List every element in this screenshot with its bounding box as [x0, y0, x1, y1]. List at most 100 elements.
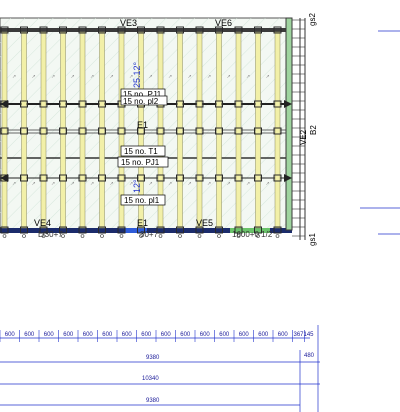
- joist-connector: [20, 26, 28, 34]
- joist: [99, 31, 105, 229]
- label-gs2: gs2: [308, 13, 317, 26]
- dim-spacing-label: 600: [44, 332, 55, 338]
- joist-connector: [273, 174, 282, 182]
- joist-connector: [98, 100, 106, 108]
- flow-arrow-icon: ↗: [227, 181, 231, 187]
- label-ve2: VE2: [299, 129, 308, 145]
- flow-arrow-icon: ↗: [71, 181, 75, 187]
- joist-connector: [215, 100, 223, 108]
- joist: [177, 31, 183, 229]
- joist-connector: [0, 26, 9, 34]
- tag-bottom-b: 30+7: [140, 230, 159, 239]
- joist-connector: [137, 26, 145, 34]
- dim-row3-total: 9380: [146, 398, 160, 404]
- joist-connector: [254, 26, 262, 34]
- joist-connector: [273, 127, 282, 135]
- dim-spacing-label: 600: [24, 332, 35, 338]
- flow-arrow-icon: ↗: [227, 74, 231, 80]
- svg-text:15 no. pl2: 15 no. pl2: [123, 97, 159, 106]
- flow-arrow-icon: ↗: [110, 74, 114, 80]
- joist-connector: [254, 100, 262, 108]
- joist-connector: [39, 100, 48, 108]
- svg-text:15 no. PJ1: 15 no. PJ1: [123, 90, 162, 99]
- joist-connector: [273, 100, 282, 108]
- joist: [157, 31, 164, 229]
- joist-connector: [176, 100, 184, 108]
- dim-spacing-label: 367: [293, 332, 304, 338]
- joist-connector: [20, 226, 28, 234]
- joist-connector: [117, 26, 126, 34]
- joist-connector: [156, 127, 165, 135]
- joist-connector: [78, 127, 87, 135]
- joist: [118, 31, 125, 229]
- support-circle: [256, 234, 260, 238]
- tag-bottom-c: 1600+0 1/2: [232, 230, 273, 239]
- joist-connector: [39, 174, 48, 182]
- right-ladder: [292, 19, 305, 237]
- joist-connector: [78, 226, 87, 234]
- bottom-beam-green: [230, 228, 270, 233]
- dim-row1-right: 480: [304, 353, 315, 359]
- joist-connector: [215, 26, 223, 34]
- joist: [21, 31, 27, 229]
- bottom-beam-blue: [125, 228, 147, 233]
- joist: [79, 31, 86, 229]
- flow-arrow-icon: ↗: [129, 181, 133, 187]
- flow-arrow-icon: ↗: [32, 181, 36, 187]
- joist-connector: [234, 226, 243, 234]
- joist-connector: [117, 174, 126, 182]
- dim-spacing-label: 600: [278, 332, 289, 338]
- joist-connector: [195, 100, 204, 108]
- joist-connector: [195, 26, 204, 34]
- joist-connector: [156, 226, 165, 234]
- joist-connector: [234, 100, 243, 108]
- flow-arrow-icon: ↗: [149, 74, 153, 80]
- tag-bottom-a: L/30+7: [38, 230, 63, 239]
- flow-arrow-icon: ↗: [168, 74, 172, 80]
- joist-connector: [215, 174, 223, 182]
- support-circle: [41, 234, 46, 238]
- dim-spacing-label: 600: [239, 332, 250, 338]
- joist-connector: [234, 26, 243, 34]
- joist-connector: [156, 174, 165, 182]
- support-circle: [139, 234, 143, 238]
- dim-row2-total: 10340: [142, 376, 159, 382]
- arrow-left-lower: [0, 174, 8, 182]
- joist-connector: [195, 174, 204, 182]
- dimension-rows: 9380 480 10340 9380: [0, 325, 320, 412]
- joist: [216, 31, 222, 229]
- joist-connector: [156, 26, 165, 34]
- dim-spacing-label: 600: [5, 332, 16, 338]
- joist: [274, 31, 281, 229]
- label-gs1: gs1: [308, 233, 317, 246]
- flow-arrow-icon: ↗: [188, 181, 192, 187]
- joist-connector: [98, 26, 106, 34]
- joist-connector: [176, 226, 184, 234]
- joist-connector: [195, 127, 204, 135]
- joist-connector: [195, 226, 204, 234]
- label-b2: B2: [309, 125, 318, 135]
- joist-connector: [59, 226, 67, 234]
- joist-connector: [215, 226, 223, 234]
- support-circle: [197, 234, 202, 238]
- joist-connector: [273, 226, 282, 234]
- callout-pj1-mid: 15 no. PJ1: [117, 156, 169, 168]
- top-beam: [0, 28, 292, 32]
- joist: [196, 31, 203, 229]
- joist-connector: [137, 127, 145, 135]
- joist-connector: [39, 26, 48, 34]
- joist-connector: [137, 226, 145, 234]
- flow-arrow-icon: ↗: [149, 181, 153, 187]
- support-circle: [2, 234, 7, 238]
- joist-connector: [78, 174, 87, 182]
- joist-connector: [234, 127, 243, 135]
- joist: [138, 31, 144, 229]
- dim-spacing-label: 600: [141, 332, 152, 338]
- flow-arrow-icon: ↗: [207, 181, 211, 187]
- joist-connector: [98, 226, 106, 234]
- label-ve4: VE4: [34, 218, 51, 228]
- support-circle: [236, 234, 241, 238]
- label-ve3: VE3: [120, 18, 137, 28]
